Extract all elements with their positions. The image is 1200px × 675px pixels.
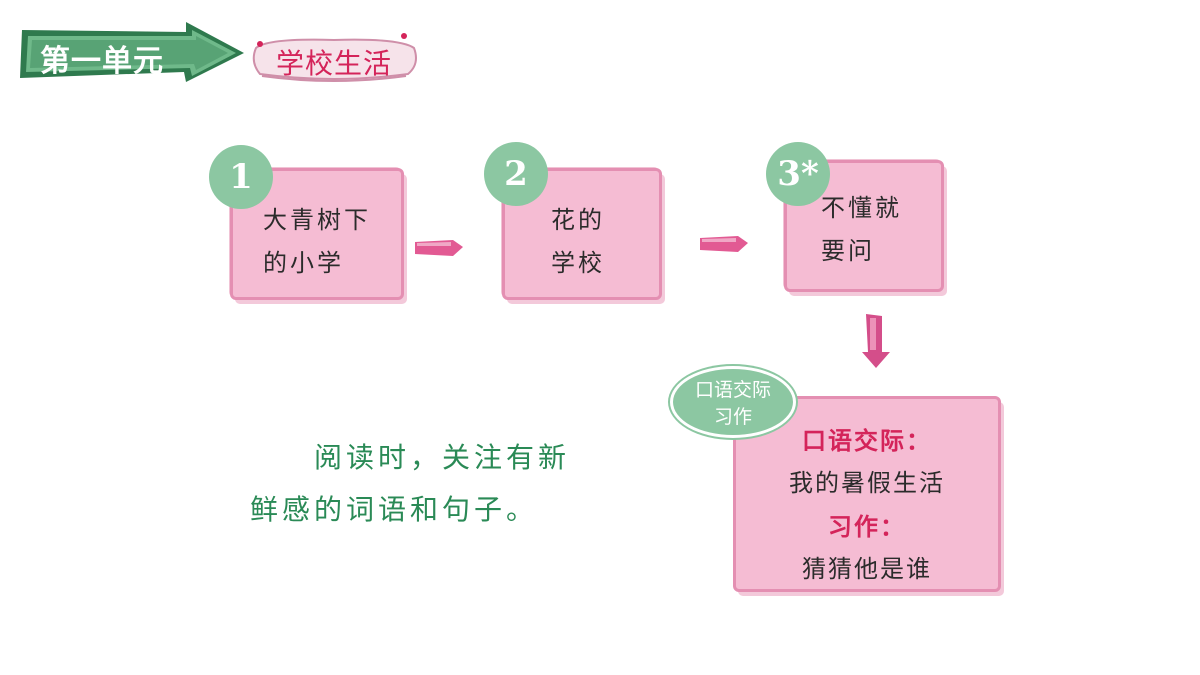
arrow-right-icon <box>415 240 463 256</box>
lesson-1-title-line1: 大青树下 <box>263 206 371 234</box>
writing-topic: 猜猜他是谁 <box>802 555 932 583</box>
lesson-2-title-line2: 学校 <box>551 249 605 277</box>
reading-tip-line2: 鲜感的词语和句子。 <box>250 493 539 526</box>
unit-banner-arrow-shape <box>20 22 244 82</box>
oral-communication-label: 口语交际： <box>802 426 932 455</box>
lesson-3-number-badge: 3* <box>766 142 830 206</box>
reading-tip-line1: 阅读时，关注有新 <box>250 432 610 484</box>
unit-title: 第一单元 <box>40 44 164 79</box>
theme-banner-shape <box>252 33 417 82</box>
unit-banner: 第一单元 <box>18 22 246 84</box>
practice-badge-line2: 习作 <box>713 406 752 428</box>
theme-banner: 学校生活 <box>248 30 420 86</box>
lesson-1-title-line2: 的小学 <box>263 249 344 277</box>
arrow-down-icon <box>862 314 890 368</box>
arrow-right-icon <box>700 236 748 252</box>
theme-title: 学校生活 <box>275 47 392 80</box>
practice-badge-line1: 口语交际 <box>694 379 771 401</box>
reading-tip-line1-text: 阅读时，关注有新 <box>314 441 571 474</box>
oral-communication-topic: 我的暑假生活 <box>789 469 945 497</box>
lesson-card-3-text: 不懂就 要问 <box>821 187 902 273</box>
reading-tip: 阅读时，关注有新 鲜感的词语和句子。 <box>250 432 610 536</box>
lesson-card-2-text: 花的 学校 <box>551 199 605 285</box>
lesson-3-title-line1: 不懂就 <box>821 194 902 222</box>
practice-card: 口语交际： 我的暑假生活 习作： 猜猜他是谁 <box>733 396 1001 592</box>
lesson-2-title-line1: 花的 <box>551 206 605 234</box>
writing-label: 习作： <box>828 512 906 541</box>
lesson-1-number-badge: 1 <box>209 145 273 209</box>
lesson-3-title-line2: 要问 <box>821 237 875 265</box>
lesson-card-2: 花的 学校 <box>502 168 662 300</box>
lesson-2-number-badge: 2 <box>484 142 548 206</box>
lesson-card-1-text: 大青树下 的小学 <box>263 199 371 285</box>
practice-badge: 口语交际 习作 <box>670 366 796 438</box>
